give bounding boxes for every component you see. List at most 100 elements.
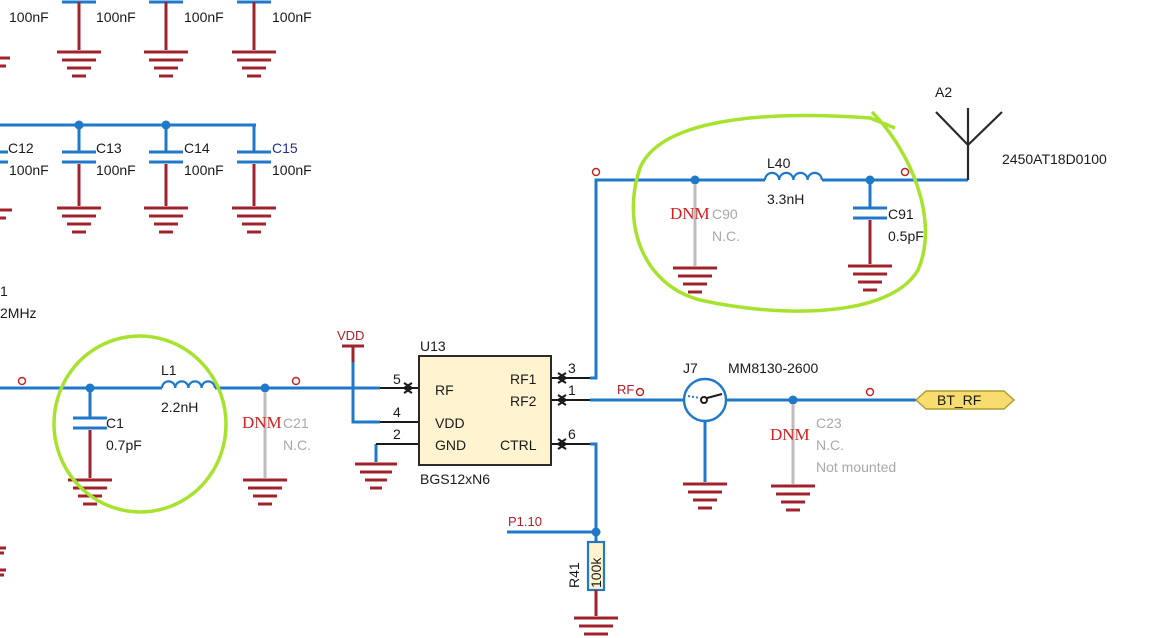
pin-number-4: 4 (393, 404, 401, 420)
rf2-pin-arrow (556, 394, 568, 406)
cap-value: 100nF (9, 162, 49, 178)
rf-net-label: RF (617, 382, 634, 397)
top-cap-2 (144, 0, 188, 78)
c1-ref: C1 (106, 415, 124, 431)
l40-value: 3.3nH (767, 191, 804, 207)
cap-ref: C15 (272, 140, 298, 156)
c90-ref: C90 (712, 206, 738, 222)
l40-ref: L40 (767, 155, 791, 171)
connector-j7 (682, 377, 728, 510)
ground-symbol (0, 56, 10, 68)
capacitor-c21-dnm (243, 392, 287, 506)
cap-value: 100nF (9, 9, 49, 25)
rf-switch-u13: VDD U13 BGS12xN6 RF VDD GND RF1 RF2 CTRL… (337, 328, 590, 490)
vdd-wire (351, 362, 380, 424)
capacitor-c1 (68, 388, 112, 506)
j7-ref: J7 (683, 360, 698, 376)
cap-value: 100nF (96, 162, 136, 178)
vdd-power-symbol (342, 344, 364, 362)
c23-dnm-mark: DNM (770, 425, 810, 444)
a2-part: 2450AT18D0100 (1002, 151, 1107, 167)
pin-number-3: 3 (568, 360, 576, 376)
rf1-pin-arrow (556, 372, 568, 384)
cap-value: 100nF (272, 9, 312, 25)
j7-part: MM8130-2600 (728, 360, 818, 376)
junction-dot (260, 383, 270, 393)
crystal-ref-fragment: 1 (0, 283, 8, 299)
net-port-marker (17, 376, 27, 386)
top-cap-row: 100nF 100nF 100nF 100nF (0, 0, 312, 78)
vdd-net-label: VDD (337, 328, 364, 343)
net-port-marker (591, 167, 601, 177)
ground-symbol (355, 462, 397, 490)
u13-part: BGS12xN6 (420, 471, 490, 487)
net-port-marker (865, 387, 875, 397)
c23-note: Not mounted (816, 459, 896, 475)
junction-dot (591, 527, 601, 537)
c91-ref: C91 (888, 206, 914, 222)
pin-number-6: 6 (568, 426, 576, 442)
l1-value: 2.2nH (161, 399, 198, 415)
capacitor-c90-dnm (673, 184, 717, 294)
cap-ref: C12 (8, 140, 34, 156)
c90-dnm-mark: DNM (670, 204, 710, 223)
ic-body (418, 355, 552, 466)
top-cap-3 (232, 0, 276, 78)
c23-nc: N.C. (816, 437, 844, 453)
ctrl-pin-arrow (556, 438, 568, 450)
c21-dnm-mark: DNM (242, 413, 282, 432)
cap-value: 100nF (184, 9, 224, 25)
bt-rf-port-flag (914, 390, 1016, 410)
c1-value: 0.7pF (106, 437, 142, 453)
pin-number-1: 1 (568, 382, 576, 398)
ground-symbol (574, 616, 618, 636)
junction-dot (788, 395, 798, 405)
c90-nc: N.C. (712, 228, 740, 244)
input-filter: L1 2.2nH C1 0.7pF C21 DNM N.C. (0, 362, 380, 506)
p110-net-label: P1.10 (508, 514, 542, 529)
crystal-freq-fragment: 2MHz (0, 305, 37, 321)
u13-ref: U13 (420, 338, 446, 354)
highlight-circle-match (631, 110, 928, 313)
inductor-l40 (763, 171, 823, 181)
capacitor-c13 (57, 125, 101, 234)
r41-ref: R41 (566, 562, 582, 588)
ground-symbol (0, 208, 12, 220)
top-cap-1 (57, 0, 101, 78)
decoupling-cap-row: C12 C13 C14 C15 100nF 100nF 100nF 100nF (0, 120, 312, 234)
capacitor-c14 (144, 125, 188, 234)
capacitor-c23-dnm (771, 404, 815, 512)
rf-pin-arrow (402, 382, 414, 394)
antenna-match: L40 3.3nH C90 DNM N.C. C91 0.5pF A2 2450… (590, 84, 1107, 380)
a2-ref: A2 (935, 84, 952, 100)
cap-ref: C13 (96, 140, 122, 156)
highlight-circle-input (52, 334, 228, 514)
rf-output: RF J7 MM8130-2600 C23 DNM N.C. Not mount… (590, 360, 1016, 512)
capacitor-c15 (232, 125, 276, 234)
cap-value: 100nF (96, 9, 136, 25)
capacitor-c91 (848, 180, 892, 292)
pin-label-vdd: VDD (435, 415, 465, 431)
cap-value: 100nF (184, 162, 224, 178)
pin-number-5: 5 (393, 371, 401, 387)
junction-dot (690, 175, 700, 185)
cap-ref: C14 (184, 140, 210, 156)
c91-value: 0.5pF (888, 228, 924, 244)
net-port-marker (291, 376, 301, 386)
c21-nc: N.C. (283, 437, 311, 453)
control-network: P1.10 100k R41 (507, 442, 618, 636)
bt-rf-port-label: BT_RF (937, 392, 981, 408)
pin-label-gnd: GND (435, 437, 466, 453)
pin-number-2: 2 (393, 426, 401, 442)
c23-ref: C23 (816, 415, 842, 431)
ground-fragment (0, 546, 6, 577)
pin-label-rf: RF (435, 382, 454, 398)
net-port-marker (635, 387, 645, 397)
net-port-marker (900, 167, 910, 177)
inductor-l1 (160, 380, 216, 389)
pin-label-rf2: RF2 (510, 393, 537, 409)
cap-value: 100nF (272, 162, 312, 178)
l1-ref: L1 (161, 362, 177, 378)
c21-ref: C21 (283, 415, 309, 431)
